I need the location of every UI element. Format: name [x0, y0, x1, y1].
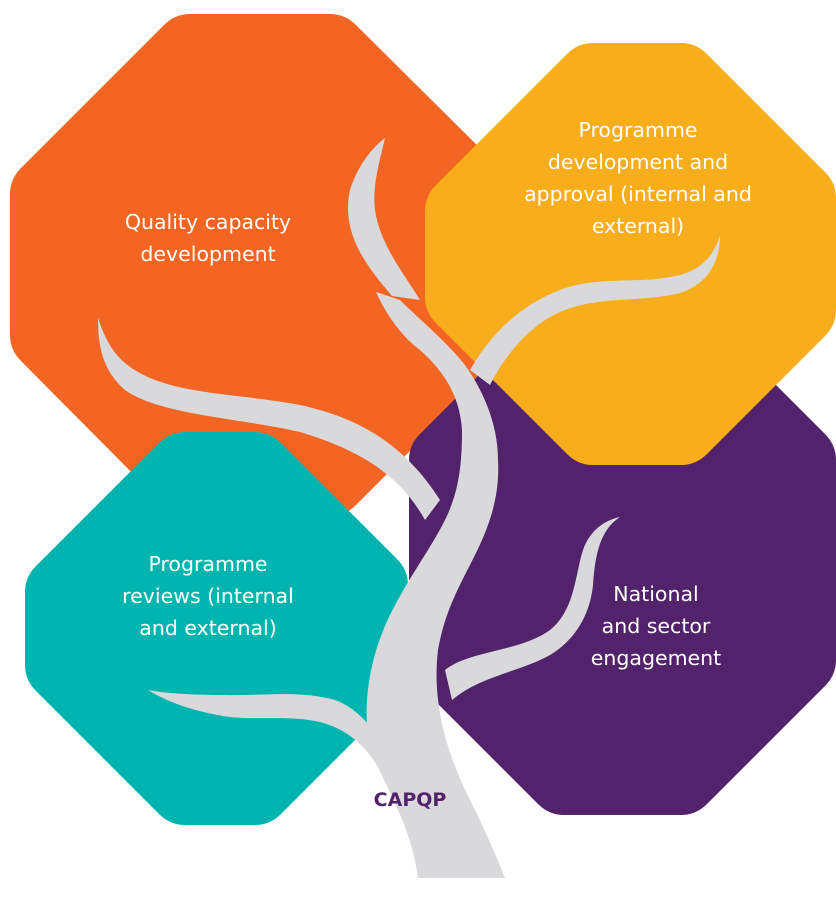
development-octagon — [425, 43, 836, 465]
development-label-line-2: development and — [547, 150, 729, 174]
tree-branch-bottom — [148, 690, 392, 782]
programme-development-label: Programme development and approval (inte… — [498, 114, 778, 242]
reviews-label-line-2: reviews (internal — [122, 584, 294, 608]
national-engagement-label: National and sector engagement — [556, 578, 756, 674]
tree-branch-top — [348, 138, 420, 300]
tree-branch-top-right — [470, 235, 720, 385]
engagement-label-line-2: and sector — [601, 614, 711, 638]
tree-branch-right — [445, 517, 620, 700]
quality-label-line-2: development — [140, 242, 276, 266]
reviews-label-line-1: Programme — [148, 552, 268, 576]
tree-icon — [98, 138, 720, 878]
capqp-root-label: CAPQP — [373, 789, 447, 811]
tree-trunk — [366, 292, 505, 878]
engagement-label-line-1: National — [613, 582, 699, 606]
quality-label-line-1: Quality capacity — [124, 210, 292, 234]
engagement-octagon — [409, 305, 836, 815]
reviews-octagon — [25, 432, 408, 825]
programme-reviews-label: Programme reviews (internal and external… — [98, 548, 318, 644]
development-label-line-4: external) — [591, 214, 685, 238]
development-label-line-3: approval (internal and — [524, 182, 752, 206]
quality-capacity-label: Quality capacity development — [88, 206, 328, 270]
development-label-line-1: Programme — [578, 118, 698, 142]
engagement-label-line-3: engagement — [590, 646, 722, 670]
tree-branch-left — [98, 318, 440, 520]
reviews-label-line-3: and external) — [139, 616, 277, 640]
